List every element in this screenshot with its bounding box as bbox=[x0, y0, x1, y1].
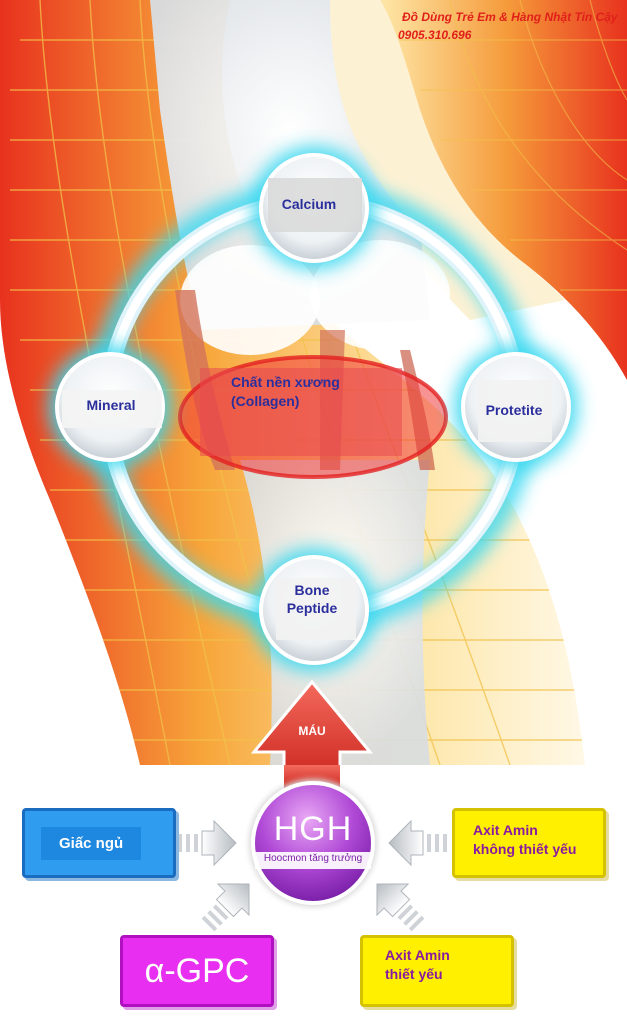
hgh-sphere bbox=[249, 779, 377, 907]
factor-axit-nonessential-line1: Axit Amin bbox=[473, 822, 538, 838]
factor-axit-nonessential-label: Axit Amin không thiết yếu bbox=[473, 821, 576, 859]
factor-axit-essential-box: Axit Amin thiết yếu bbox=[360, 935, 514, 1007]
arrow-from-axit-essential bbox=[376, 883, 425, 932]
factor-axit-essential-label: Axit Amin thiết yếu bbox=[385, 946, 450, 984]
factor-agpc-label: α-GPC bbox=[144, 951, 250, 990]
label-protetite: Protetite bbox=[485, 402, 543, 418]
factor-axit-essential-line1: Axit Amin bbox=[385, 947, 450, 963]
label-collagen: Chất nền xương (Collagen) bbox=[231, 373, 340, 411]
factor-axit-nonessential-box: Axit Amin không thiết yếu bbox=[452, 808, 606, 878]
label-mineral: Mineral bbox=[86, 397, 136, 413]
shop-name: Đồ Dùng Trẻ Em & Hàng Nhật Tin Cậy bbox=[402, 10, 618, 24]
label-calcium: Calcium bbox=[281, 196, 337, 212]
factor-axit-essential-line2: thiết yếu bbox=[385, 966, 443, 982]
arrow-from-sleep bbox=[178, 819, 237, 867]
knob-calcium bbox=[252, 146, 376, 270]
shop-phone: 0905.310.696 bbox=[398, 28, 472, 42]
factor-sleep-label: Giấc ngủ bbox=[41, 826, 142, 860]
label-collagen-line1: Chất nền xương bbox=[231, 374, 340, 390]
arrow-from-agpc bbox=[201, 883, 250, 932]
arrow-from-axit-nonessential bbox=[388, 819, 447, 867]
factor-axit-nonessential-line2: không thiết yếu bbox=[473, 841, 577, 857]
label-bone-peptide-line2: Peptide bbox=[286, 600, 338, 616]
label-bone-peptide: Bone Peptide bbox=[272, 581, 352, 617]
label-blood: MÁU bbox=[298, 724, 326, 738]
knob-protetite bbox=[454, 345, 578, 469]
hgh-subtitle: Hoocmon tăng trưởng bbox=[263, 853, 363, 864]
label-bone-peptide-line1: Bone bbox=[294, 582, 330, 598]
hgh-title: HGH bbox=[273, 810, 353, 848]
knob-bone-peptide bbox=[252, 548, 376, 672]
knob-mineral bbox=[48, 345, 172, 469]
label-collagen-line2: (Collagen) bbox=[231, 393, 300, 409]
factor-sleep-box: Giấc ngủ bbox=[22, 808, 176, 878]
factor-agpc-box: α-GPC bbox=[120, 935, 274, 1007]
